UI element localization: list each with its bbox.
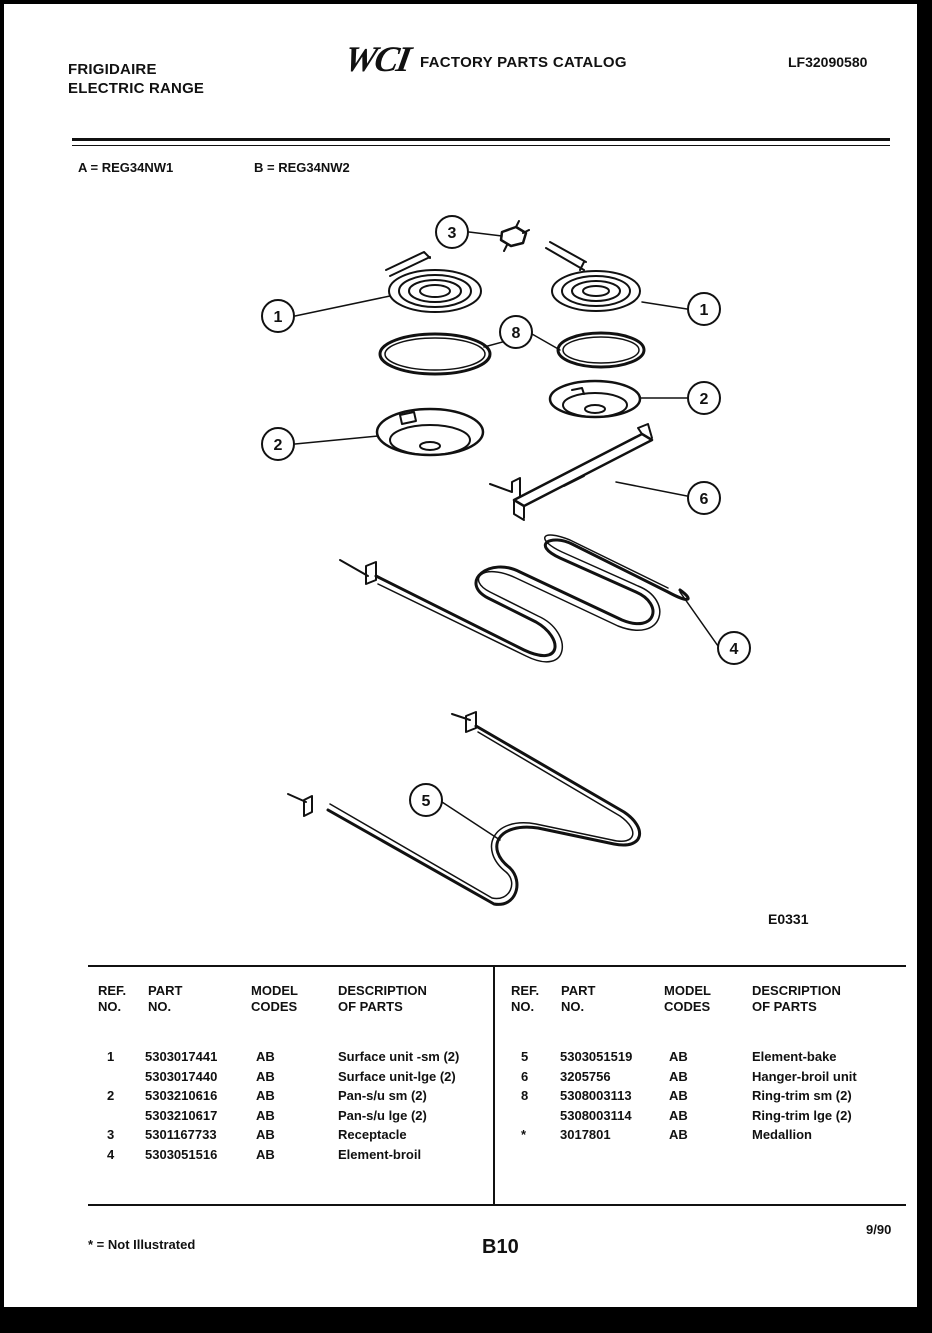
description-cell: Surface unit -sm (2) (338, 1049, 460, 1064)
drip-pan-right (548, 379, 642, 419)
surface-unit-left (385, 251, 482, 313)
catalog-title: FACTORY PARTS CATALOG (420, 54, 627, 71)
model-codes-cell: AB (669, 1068, 688, 1084)
part-no-cell: 5303017441 (145, 1049, 218, 1064)
description-cell: Ring-trim lge (2) (752, 1107, 852, 1123)
table-top-rule (88, 965, 906, 967)
model-codes-cell: AB (256, 1088, 275, 1104)
model-codes-cell: AB (256, 1107, 275, 1123)
bake-element (287, 711, 641, 906)
part-no-cell: 5303210617 (145, 1107, 218, 1123)
svg-text:8: 8 (512, 325, 521, 342)
ref-no-cell: 4 (107, 1147, 115, 1162)
ref-no-cell: 3 (107, 1127, 115, 1143)
description-cell: Medallion (752, 1127, 812, 1143)
model-a: A = REG34NW1 (78, 160, 174, 175)
model-codes-cell: AB (669, 1088, 688, 1104)
part-no-cell: 5308003114 (560, 1107, 632, 1123)
description-cell: Ring-trim sm (2) (752, 1088, 852, 1104)
model-codes-cell: AB (256, 1068, 275, 1084)
revision-date: 9/90 (866, 1222, 892, 1237)
table-divider (493, 967, 495, 1205)
table-bottom-rule (88, 1204, 906, 1206)
ref-no-cell: 2 (107, 1088, 115, 1104)
ref-no-cell: 8 (521, 1088, 529, 1104)
svg-text:3: 3 (448, 225, 457, 242)
callout-2-right: 2 (687, 381, 721, 415)
ref-no-cell: 5 (521, 1049, 529, 1064)
svg-text:2: 2 (274, 437, 283, 454)
exploded-parts-diagram: 1 1 2 2 3 4 5 (261, 215, 751, 906)
model-codes-cell: AB (669, 1107, 688, 1123)
description-cell: Pan-s/u sm (2) (338, 1088, 427, 1104)
description-cell: Receptacle (338, 1127, 407, 1143)
model-b: B = REG34NW2 (254, 160, 350, 175)
svg-text:1: 1 (700, 302, 709, 319)
part-no-cell: 5308003113 (560, 1088, 632, 1104)
callout-2-left: 2 (261, 427, 295, 461)
drip-pan-left (375, 407, 485, 457)
model-codes-cell: AB (669, 1127, 688, 1143)
model-codes-cell: AB (669, 1049, 688, 1064)
callout-4: 4 (717, 631, 751, 665)
part-no-cell: 5303210616 (145, 1088, 218, 1104)
receptacle-part (499, 220, 530, 252)
description-cell: Hanger-broil unit (752, 1068, 857, 1084)
header-rule-thick (72, 138, 890, 141)
hanger-broil-unit (489, 423, 654, 521)
ref-no-cell: 6 (521, 1068, 529, 1084)
ref-no-cell: 1 (107, 1049, 115, 1064)
header-rule-thin (72, 145, 890, 146)
catalog-page: FRIGIDAIRE ELECTRIC RANGE WCI FACTORY PA… (4, 4, 917, 1307)
svg-text:1: 1 (274, 309, 283, 326)
hdr-ref-left: REF.NO. (98, 983, 127, 1014)
footnote: * = Not Illustrated (88, 1237, 196, 1252)
part-no-cell: 5301167733 (145, 1127, 217, 1143)
brand-name: FRIGIDAIRE (68, 61, 157, 78)
surface-unit-right (545, 241, 641, 312)
description-cell: Element-bake (752, 1049, 837, 1064)
figure-code: E0331 (768, 911, 809, 927)
part-no-cell: 3017801 (560, 1127, 611, 1143)
callout-1-left: 1 (261, 299, 295, 333)
description-cell: Surface unit-lge (2) (338, 1068, 456, 1084)
page-number: B10 (482, 1236, 519, 1258)
svg-text:6: 6 (700, 491, 709, 508)
document-number: LF32090580 (788, 54, 868, 70)
part-no-cell: 5303051516 (145, 1147, 218, 1162)
callout-6: 6 (687, 481, 721, 515)
product-type: ELECTRIC RANGE (68, 80, 205, 97)
callout-8: 8 (499, 315, 533, 349)
ref-no-cell: * (521, 1127, 527, 1143)
part-no-cell: 5303051519 (560, 1049, 633, 1064)
svg-text:4: 4 (730, 641, 739, 658)
part-no-cell: 5303017440 (145, 1068, 218, 1084)
callout-1-right: 1 (687, 292, 721, 326)
model-codes-cell: AB (256, 1147, 275, 1162)
model-codes-cell: AB (256, 1127, 275, 1143)
model-codes-cell: AB (256, 1049, 275, 1064)
trim-ring-small (556, 331, 646, 369)
description-cell: Pan-s/u lge (2) (338, 1107, 427, 1123)
part-no-cell: 3205756 (560, 1068, 611, 1084)
svg-text:2: 2 (700, 391, 709, 408)
callout-5: 5 (409, 783, 443, 817)
trim-ring-large (378, 332, 492, 376)
description-cell: Element-broil (338, 1147, 422, 1162)
callout-3: 3 (435, 215, 469, 249)
broil-element (339, 534, 690, 663)
svg-text:5: 5 (422, 793, 431, 810)
hdr-ref-right: REF.NO. (511, 983, 540, 1014)
